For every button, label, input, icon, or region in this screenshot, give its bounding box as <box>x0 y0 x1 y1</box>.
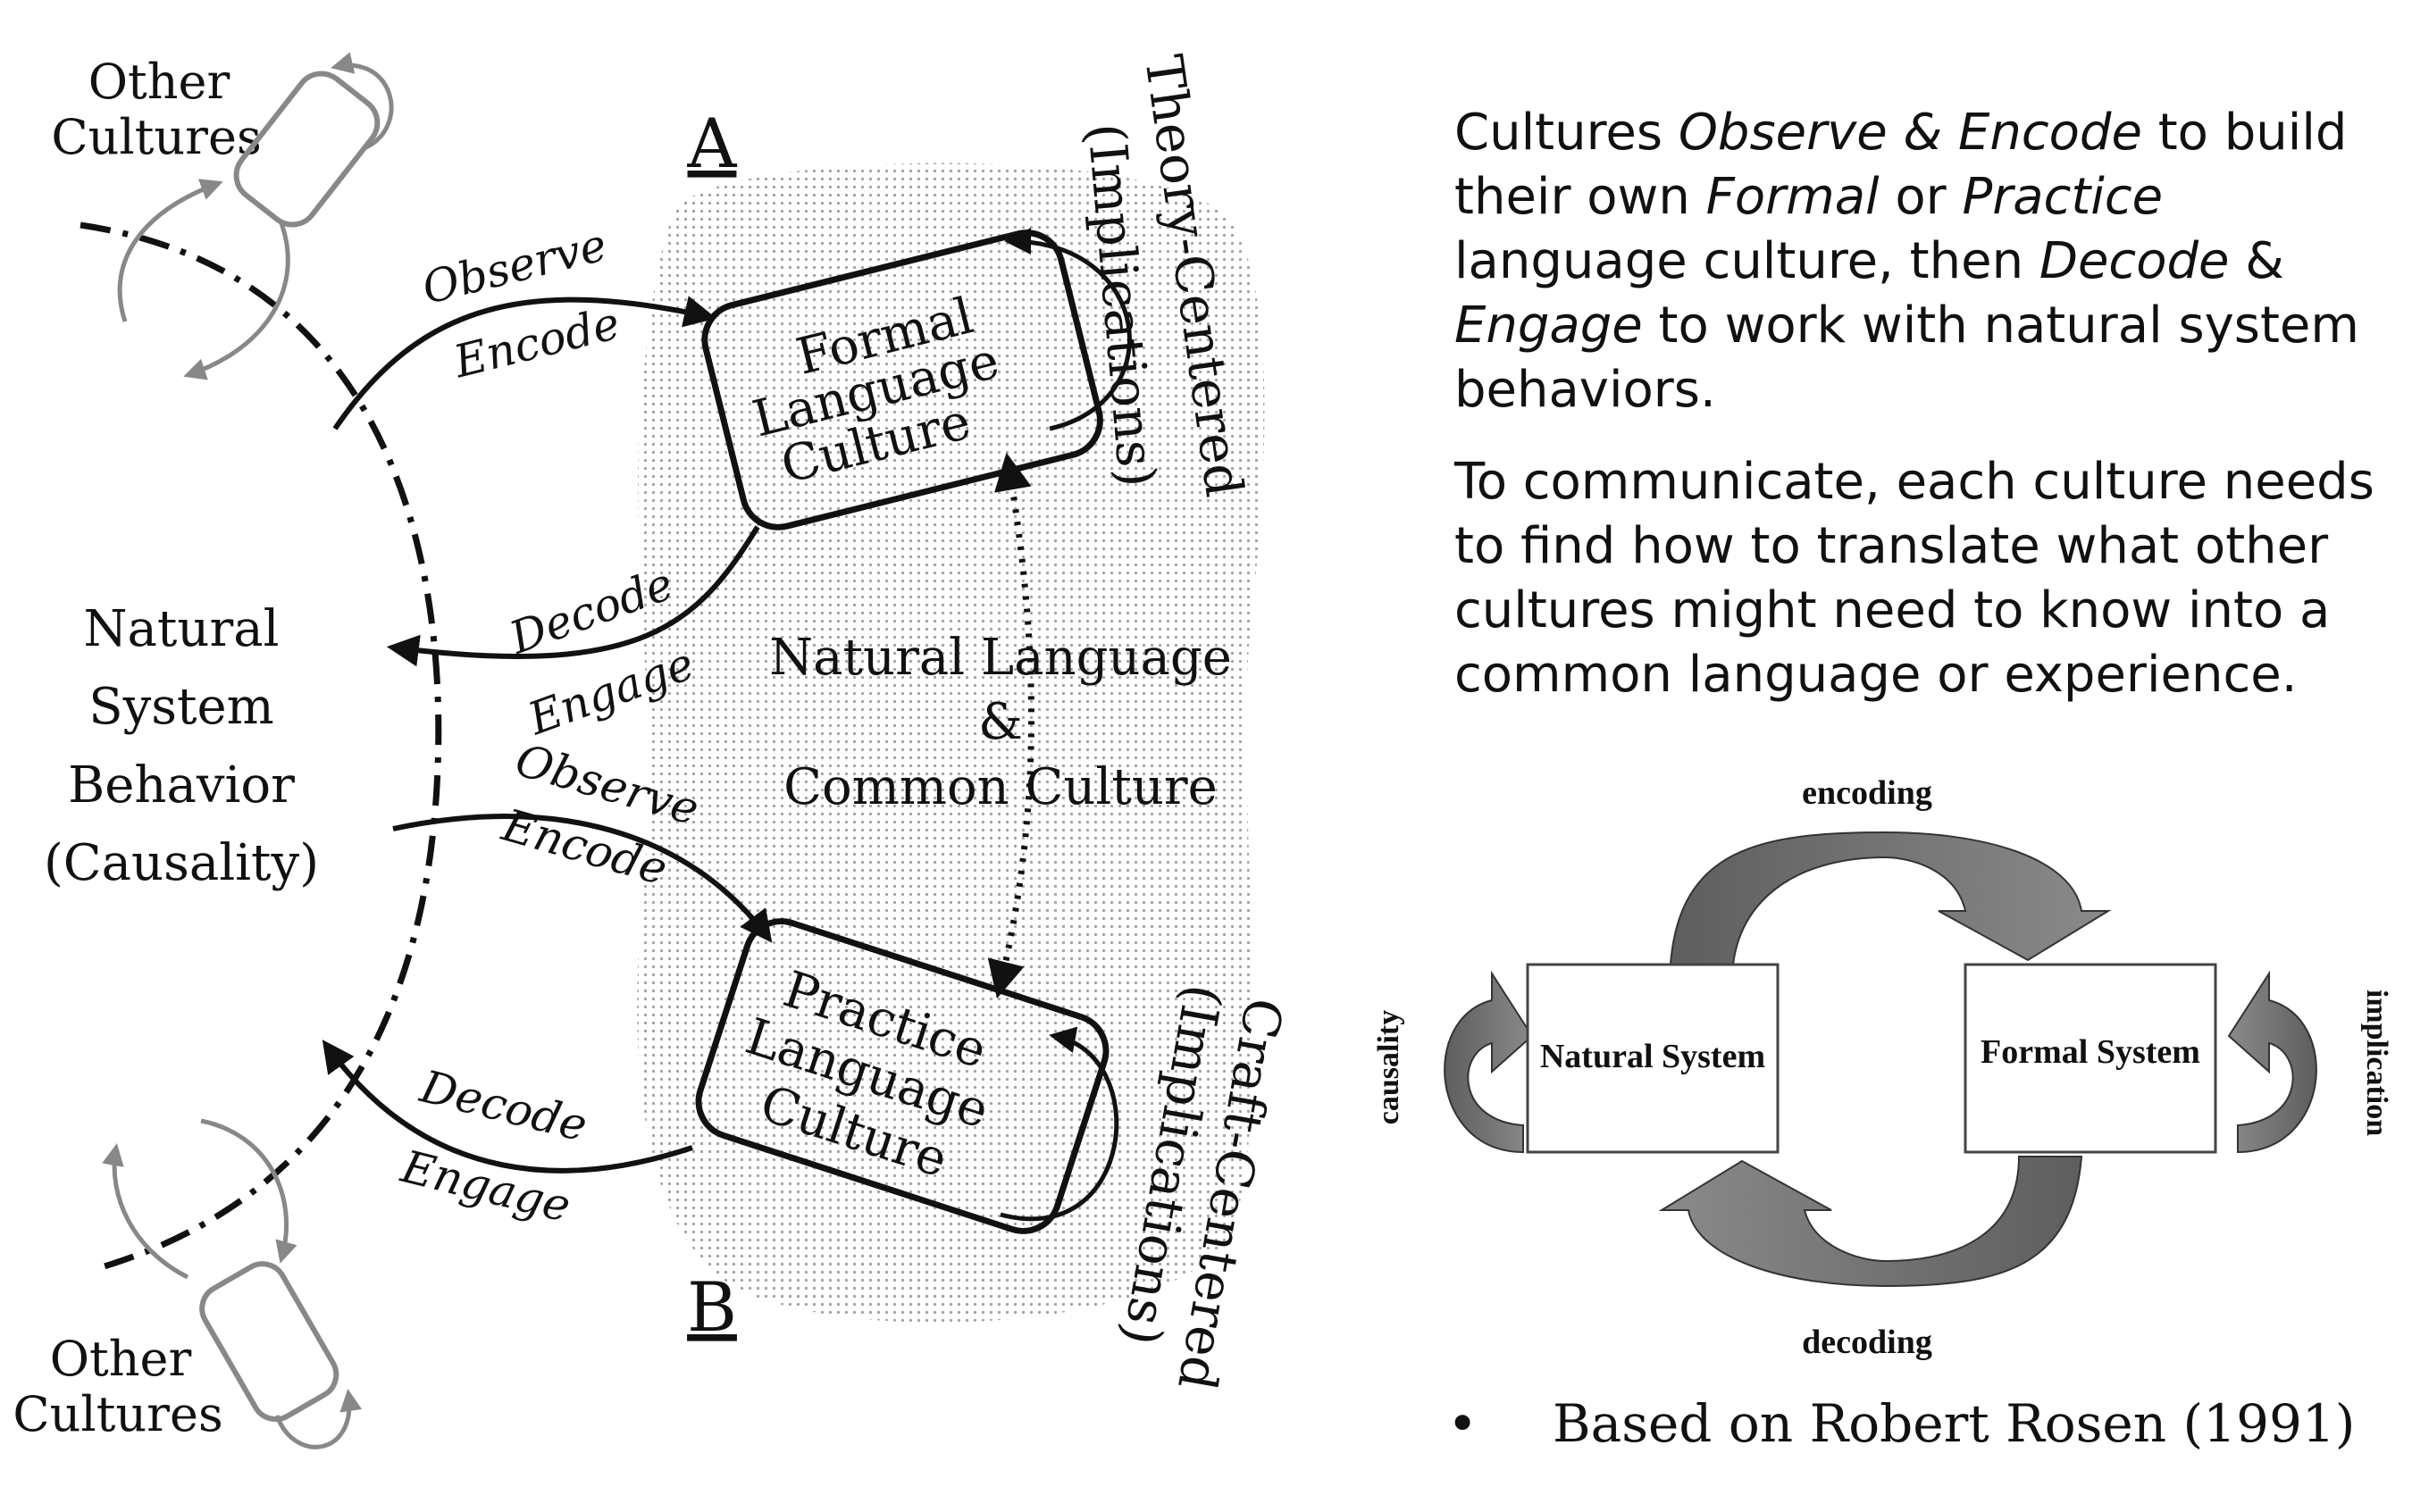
other-cultures-bottom-loop <box>274 1389 363 1449</box>
description-paragraph-2: To communicate, each culture needs to fi… <box>1454 450 2392 707</box>
rosen-modeling-relation-diagram: encoding decoding causality implication … <box>1372 774 2393 1361</box>
bullet-marker: • <box>1447 1393 1478 1454</box>
engage-bottom-label: Engage <box>396 1140 575 1232</box>
formal-system-label: Formal System <box>1981 1033 2200 1071</box>
para1-text-4: language culture, then <box>1454 232 2039 290</box>
common-culture-region <box>637 163 1265 1323</box>
footnote-text: Based on Robert Rosen (1991) <box>1553 1393 2356 1454</box>
para1-text-6: to work with natural system behaviors. <box>1454 297 2359 419</box>
para1-text-5: & <box>2229 232 2284 290</box>
decode-bottom-label: Decode <box>415 1060 592 1151</box>
natural-system-line-2: System <box>88 678 273 736</box>
natural-system-label: Natural System <box>1540 1038 1765 1075</box>
para1-emph-4: Decode <box>2039 232 2230 290</box>
natural-system-line-3: Behavior <box>68 756 295 814</box>
description-paragraph-1: Cultures Observe & Encode to build their… <box>1454 101 2392 422</box>
label-a: A <box>687 104 738 183</box>
natural-system-line-4: (Causality) <box>44 834 319 892</box>
para1-emph-3: Practice <box>1962 168 2164 226</box>
formal-system-box <box>1964 963 2217 1154</box>
encoding-label: encoding <box>1802 774 1932 812</box>
other-cultures-top-line-2: Cultures <box>51 109 261 165</box>
causality-label: causality <box>1372 1010 1405 1124</box>
other-cultures-top-box <box>233 71 381 228</box>
natural-language-line-1: Natural Language <box>769 629 1232 687</box>
decode-engage-bottom-arrow <box>322 1040 693 1174</box>
natural-system-box <box>1526 963 1780 1154</box>
para2-text: To communicate, each culture needs to fi… <box>1454 453 2374 704</box>
observe-encode-bottom-arrow <box>392 814 773 943</box>
implication-label: implication <box>2360 990 2393 1136</box>
para1-text-2: to build their own <box>1454 104 2348 226</box>
observe-encode-top-arrow <box>332 296 717 430</box>
other-cultures-bottom-line-2: Cultures <box>13 1386 222 1442</box>
formal-implication-loop <box>1004 228 1132 431</box>
practice-language-culture-box <box>695 918 1110 1234</box>
label-b: B <box>687 1267 737 1347</box>
natural-system-line-1: Natural <box>83 600 279 658</box>
other-cultures-bottom-box <box>199 1261 339 1423</box>
natural-language-line-3: Common Culture <box>783 758 1218 816</box>
implication-arrow <box>2227 970 2317 1154</box>
para1-text-3: or <box>1879 168 1963 226</box>
decoding-label: decoding <box>1802 1324 1932 1361</box>
other-cultures-bottom-arrow-up <box>102 1143 189 1280</box>
source-footnote: • Based on Robert Rosen (1991) <box>1447 1393 2355 1454</box>
decode-engage-top-arrow <box>386 525 760 667</box>
natural-language-line-2: & <box>978 693 1023 751</box>
para1-text-1: Cultures <box>1454 104 1679 162</box>
formal-language-culture-box <box>701 230 1103 530</box>
other-cultures-bottom-line-1: Other <box>50 1331 192 1387</box>
decoding-arrow <box>1658 1156 2083 1288</box>
causality-arrow <box>1444 970 1534 1154</box>
other-cultures-top-loop <box>331 52 394 150</box>
other-cultures-top-line-1: Other <box>88 54 230 110</box>
other-cultures-top-arrow-down <box>183 222 290 380</box>
encoding-arrow <box>1669 831 2112 965</box>
practice-implication-loop <box>1000 1026 1119 1222</box>
other-cultures-top-arrow-up <box>117 179 223 322</box>
other-cultures-bottom-arrow-down <box>200 1118 297 1264</box>
para1-emph-5: Engage <box>1454 297 1643 355</box>
para1-emph-1: Observe & Encode <box>1678 104 2142 162</box>
para1-emph-2: Formal <box>1705 168 1880 226</box>
encode-top-label: Encode <box>448 297 624 388</box>
